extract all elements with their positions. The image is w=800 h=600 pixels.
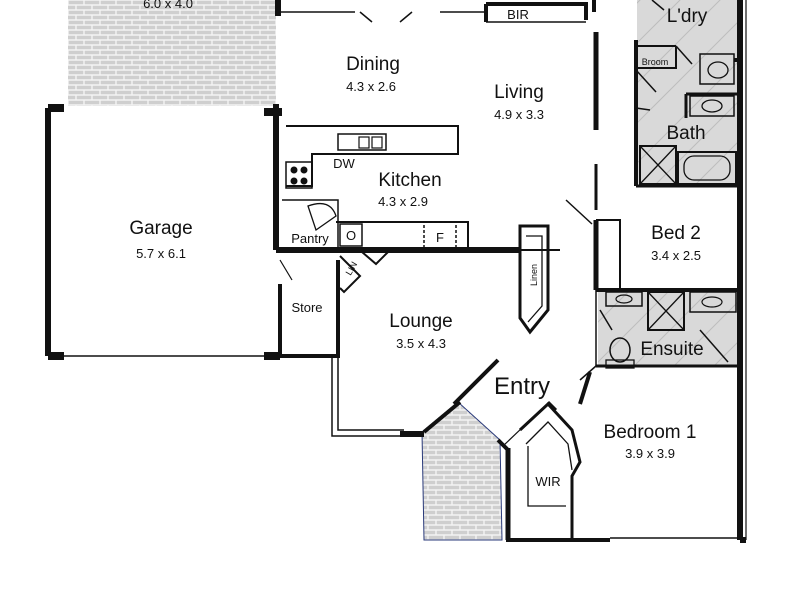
- ensuite-label: Ensuite: [640, 339, 703, 360]
- lounge-dimensions: 3.5 x 4.3: [396, 336, 446, 351]
- garage-dimensions: 5.7 x 6.1: [136, 246, 186, 261]
- dining-label: Dining: [346, 54, 400, 75]
- bedroom1-dimensions: 3.9 x 3.9: [625, 446, 675, 461]
- lounge-label: Lounge: [389, 311, 452, 332]
- dining-dimensions: 4.3 x 2.6: [346, 79, 396, 94]
- store-label: Store: [291, 300, 322, 315]
- patio-dimensions: 6.0 x 4.0: [143, 0, 193, 11]
- garage-label: Garage: [129, 218, 192, 239]
- dishwasher-label: DW: [333, 156, 355, 171]
- bed2-label: Bed 2: [651, 223, 701, 244]
- living-dimensions: 4.9 x 3.3: [494, 107, 544, 122]
- bath-label: Bath: [666, 123, 705, 144]
- kitchen-dimensions: 4.3 x 2.9: [378, 194, 428, 209]
- living-label: Living: [494, 82, 544, 103]
- laundry-label: L'dry: [667, 6, 708, 27]
- bed2-dimensions: 3.4 x 2.5: [651, 248, 701, 263]
- fridge-label: F: [436, 230, 444, 245]
- patio-paving: [68, 0, 276, 106]
- wir-label: WIR: [535, 474, 560, 489]
- walls: [45, 0, 747, 543]
- bedroom1-label: Bedroom 1: [604, 422, 697, 443]
- bir-label: BIR: [507, 7, 529, 22]
- kitchen-label: Kitchen: [378, 170, 441, 191]
- oven-label: O: [346, 228, 356, 243]
- pantry-label: Pantry: [291, 231, 329, 246]
- broom-label: Broom: [642, 57, 669, 67]
- linen-label: Linen: [529, 264, 539, 286]
- entry-label: Entry: [494, 373, 550, 400]
